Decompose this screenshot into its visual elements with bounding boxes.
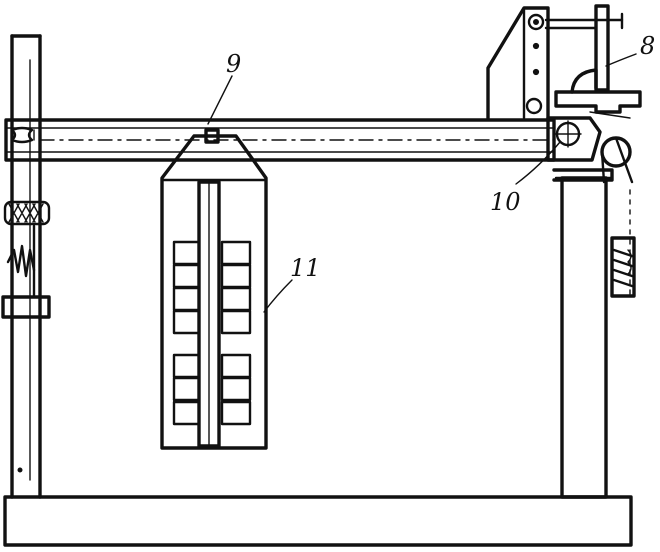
right-column [552, 168, 614, 499]
roller [600, 136, 634, 297]
leader-line-beam [207, 75, 233, 125]
weight-plates-left [172, 240, 201, 426]
left-collar [1, 295, 51, 319]
callout-beam: 9 [226, 50, 241, 78]
callouts: 9 10 11 8 [226, 32, 655, 282]
callout-weight-stack: 11 [290, 254, 321, 282]
base-plate [3, 495, 633, 547]
leader-line-weight-stack [263, 279, 293, 313]
weight-plates-right [220, 240, 252, 426]
left-spring [6, 224, 36, 298]
callout-pivot: 10 [490, 188, 521, 216]
pivot-bracket [546, 116, 602, 162]
right-spring-assembly [610, 236, 636, 298]
leader-line-pivot [515, 141, 561, 185]
top-clamp [544, 4, 642, 119]
leader-line-top-clamp [605, 53, 637, 67]
knurled-knob [3, 200, 51, 226]
horizontal-beam [4, 118, 556, 162]
upper-frame [486, 6, 550, 120]
callout-top-clamp: 8 [640, 32, 655, 60]
leader-lines [207, 53, 637, 313]
